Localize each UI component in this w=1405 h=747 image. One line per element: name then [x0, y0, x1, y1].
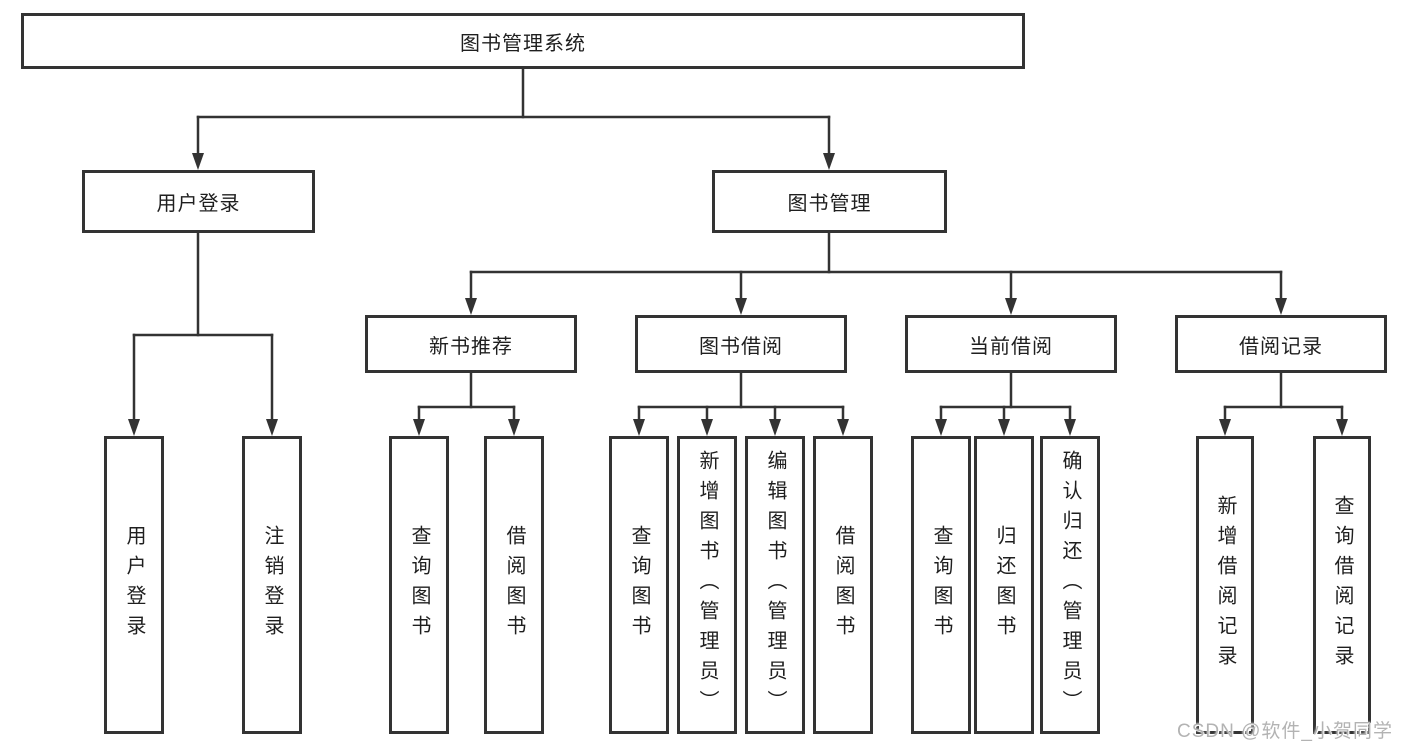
node-label: 查询借阅记录 [1331, 495, 1353, 675]
node-label: 查询图书 [628, 525, 650, 645]
node-leaf-query-books-borrow: 查询图书 [609, 436, 669, 734]
node-leaf-query-borrow-record: 查询借阅记录 [1313, 436, 1371, 734]
node-leaf-return-books: 归还图书 [974, 436, 1034, 734]
node-label: 新增图书（管理员） [696, 450, 718, 720]
node-book-borrow: 图书借阅 [635, 315, 847, 373]
node-leaf-edit-book-admin: 编辑图书（管理员） [745, 436, 805, 734]
node-label: 图书借阅 [699, 335, 783, 358]
node-label: 当前借阅 [969, 335, 1053, 358]
node-leaf-logout: 注销登录 [242, 436, 302, 734]
node-leaf-query-books-recommend: 查询图书 [389, 436, 449, 734]
node-label: 借阅图书 [503, 525, 525, 645]
node-borrow-records: 借阅记录 [1175, 315, 1387, 373]
node-leaf-add-borrow-record: 新增借阅记录 [1196, 436, 1254, 734]
node-book-management: 图书管理 [712, 170, 947, 233]
node-label: 查询图书 [930, 525, 952, 645]
node-label: 用户登录 [156, 193, 241, 215]
node-label: 查询图书 [408, 525, 430, 645]
node-leaf-add-book-admin: 新增图书（管理员） [677, 436, 737, 734]
node-user-login: 用户登录 [82, 170, 315, 233]
node-leaf-borrow-books-recommend: 借阅图书 [484, 436, 544, 734]
node-label: 借阅记录 [1239, 335, 1323, 358]
node-label: 借阅图书 [832, 525, 854, 645]
node-library-management-system: 图书管理系统 [21, 13, 1025, 69]
node-label: 新增借阅记录 [1214, 495, 1236, 675]
node-label: 确认归还（管理员） [1059, 450, 1081, 720]
node-leaf-user-login: 用户登录 [104, 436, 164, 734]
node-label: 用户登录 [123, 525, 145, 645]
node-label: 图书管理系统 [460, 32, 586, 55]
csdn-watermark: CSDN @软件_小贺同学 [1177, 721, 1393, 742]
node-leaf-borrow-books: 借阅图书 [813, 436, 873, 734]
node-label: 注销登录 [261, 525, 283, 645]
node-label: 编辑图书（管理员） [764, 450, 786, 720]
node-label: 归还图书 [993, 525, 1015, 645]
node-new-book-recommend: 新书推荐 [365, 315, 577, 373]
node-label: 新书推荐 [429, 335, 513, 358]
node-current-borrow: 当前借阅 [905, 315, 1117, 373]
node-label: 图书管理 [787, 193, 872, 215]
node-leaf-confirm-return-admin: 确认归还（管理员） [1040, 436, 1100, 734]
node-leaf-query-books-current: 查询图书 [911, 436, 971, 734]
